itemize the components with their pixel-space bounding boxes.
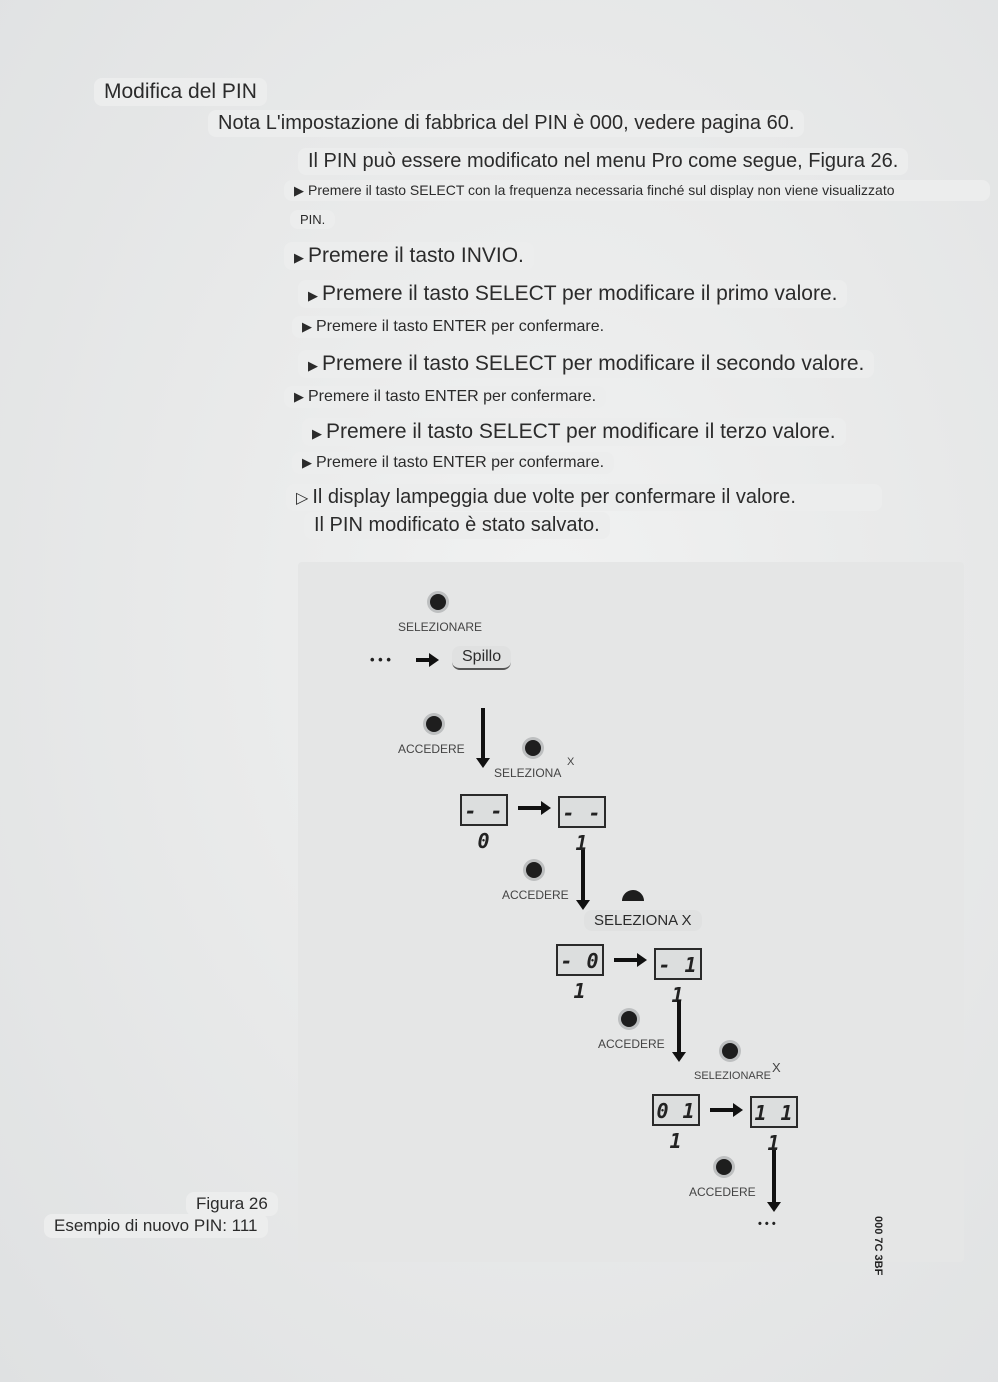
arrow-down-icon	[476, 708, 490, 768]
arrow-down-icon	[576, 850, 590, 910]
display-value: 0 1 1	[652, 1094, 700, 1153]
step-8-text: Premere il tasto ENTER per confermare.	[316, 454, 605, 471]
bullet-triangle-icon: ▶	[294, 183, 304, 198]
times-mark: X	[772, 1060, 781, 1075]
figure-number: Figura 26	[186, 1192, 278, 1216]
step-1-text: Premere il tasto SELECT con la frequenza…	[308, 182, 895, 198]
enter-label-1: ACCEDERE	[398, 742, 465, 756]
display-value: 1 1 1	[750, 1096, 798, 1155]
arrow-down-icon	[767, 1150, 781, 1212]
bullet-triangle-icon: ▶	[308, 358, 318, 373]
result-line-1: ▷Il display lampeggia due volte per conf…	[286, 484, 882, 511]
bullet-triangle-icon: ▶	[302, 319, 312, 334]
select-button-icon	[622, 890, 644, 901]
select-button-icon	[430, 594, 446, 610]
result-1-text: Il display lampeggia due volte per confe…	[312, 486, 796, 508]
step-1: ▶ Premere il tasto SELECT con la frequenz…	[284, 180, 990, 201]
step-5-text: Premere il tasto SELECT per modificare i…	[322, 352, 865, 375]
pin-display-label: Spillo	[452, 646, 512, 670]
enter-button-icon	[621, 1011, 637, 1027]
step-7: ▶ Premere il tasto SELECT per modificare …	[302, 418, 846, 446]
intro-text: Il PIN può essere modificato nel menu Pr…	[298, 148, 909, 175]
enter-label-2: ACCEDERE	[502, 888, 569, 902]
section-heading: Modifica del PIN	[94, 78, 267, 106]
step-6: ▶ Premere il tasto ENTER per confermare.	[284, 386, 607, 408]
result-line-2: Il PIN modificato è stato salvato.	[304, 512, 610, 539]
enter-button-icon	[526, 862, 542, 878]
select-label-4: SELEZIONARE	[694, 1070, 772, 1082]
select-button-icon	[525, 740, 541, 756]
enter-button-icon	[426, 716, 442, 732]
arrow-right-icon	[614, 953, 647, 967]
step-4-text: Premere il tasto ENTER per confermare.	[316, 318, 605, 335]
enter-label-3: ACCEDERE	[598, 1037, 665, 1051]
select-label-3: SELEZIONA X	[584, 910, 702, 931]
arrow-right-icon	[416, 653, 439, 667]
times-mark: X	[567, 756, 575, 768]
step-6-text: Premere il tasto ENTER per confermare.	[308, 388, 597, 405]
bullet-triangle-icon: ▶	[308, 288, 318, 303]
ellipsis-start: • • •	[370, 652, 391, 667]
bullet-triangle-icon: ▶	[312, 426, 322, 441]
step-4: ▶ Premere il tasto ENTER per confermare.	[292, 316, 615, 338]
ellipsis-end: • • •	[758, 1218, 776, 1230]
step-7-text: Premere il tasto SELECT per modificare i…	[326, 420, 836, 443]
bullet-triangle-icon: ▶	[294, 250, 304, 265]
figure-code: 000 7C 3BF	[872, 1216, 884, 1276]
select-button-icon	[722, 1043, 738, 1059]
bullet-triangle-icon: ▶	[294, 389, 304, 404]
bullet-triangle-icon: ▶	[302, 455, 312, 470]
display-value: - - 1	[558, 796, 606, 855]
enter-label-4: ACCEDERE	[689, 1185, 756, 1199]
step-2: ▶ Premere il tasto INVIO.	[284, 242, 534, 270]
result-triangle-icon: ▷	[296, 490, 309, 507]
note-text: Nota L'impostazione di fabbrica del PIN …	[208, 110, 805, 137]
figure-caption: Esempio di nuovo PIN: 111	[44, 1214, 268, 1238]
step-3-text: Premere il tasto SELECT per modificare i…	[322, 282, 838, 305]
display-value: - 1 1	[654, 948, 702, 1007]
step-8: ▶ Premere il tasto ENTER per confermare.	[292, 452, 615, 474]
display-value: - 0 1	[556, 944, 604, 1003]
arrow-down-icon	[672, 1000, 686, 1062]
step-2-text: Premere il tasto INVIO.	[308, 244, 524, 267]
select-label-2: SELEZIONA	[494, 766, 562, 780]
step-5: ▶ Premere il tasto SELECT per modificare …	[298, 350, 875, 378]
step-3: ▶ Premere il tasto SELECT per modificare …	[298, 280, 848, 308]
arrow-right-icon	[518, 801, 551, 815]
arrow-right-icon	[710, 1103, 743, 1117]
display-value: - - 0	[460, 794, 508, 853]
select-label-1: SELEZIONARE	[398, 620, 483, 634]
step-1-continued: PIN.	[290, 210, 336, 229]
enter-button-icon	[716, 1159, 732, 1175]
